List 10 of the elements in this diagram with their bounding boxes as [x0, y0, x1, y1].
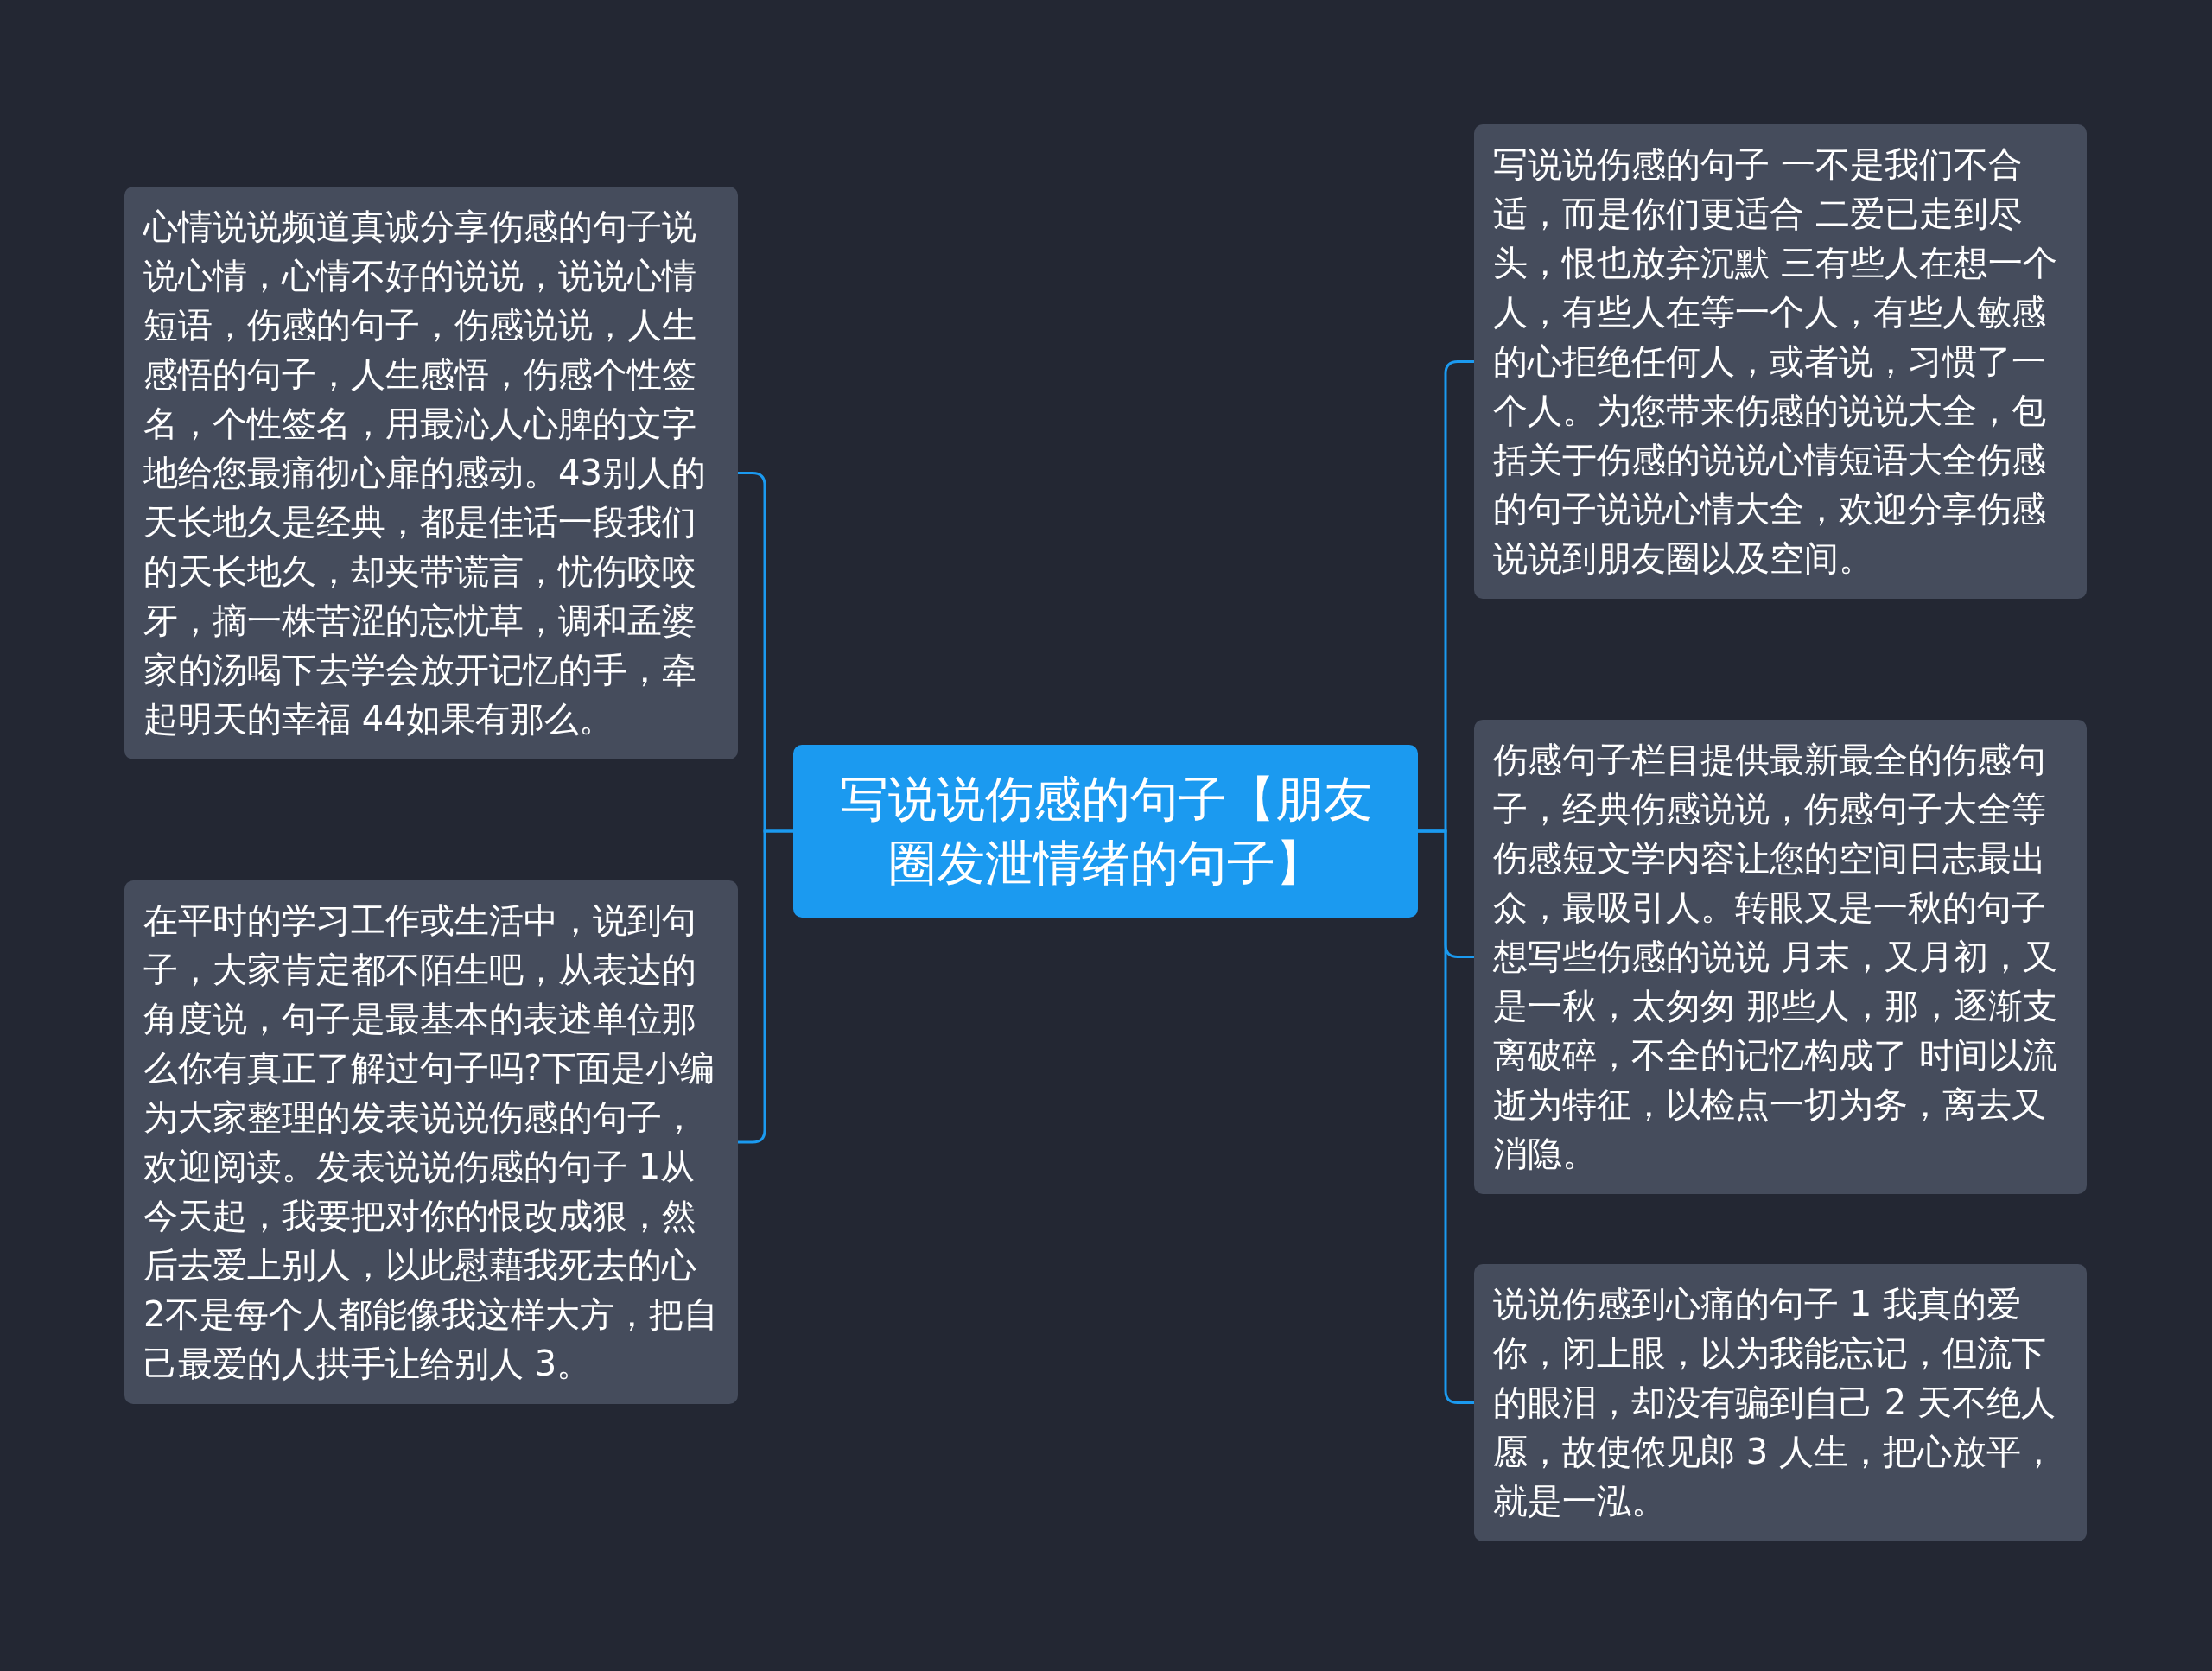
topic-box — [1474, 720, 2087, 1194]
topic-text: 心情说说频道真诚分享伤感的句子说说心情，心情不好的说说，说说心情短语，伤感的句子，伤感说说，人生感悟的句子，人生感悟，伤感个性签名，个性签名，用最沁人心脾的文字地给您最痛彻心扉的感动。43别人的天长地久是经典，都是佳话一段我们的天长地久，却夹带谎言，忧伤咬咬牙，摘一株苦涩的忘忧草，调和孟婆家的汤喝下去学会放开记忆的手，牵起明天的幸福 44如果有那么。 — [143, 206, 707, 740]
topic-text: 在平时的学习工作或生活中，说到句子，大家肯定都不陌生吧，从表达的角度说，句子是最基本的表述单位那么你有真正了解过句子吗?下面是小编为大家整理的发表说说伤感的句子，欢迎阅读。发表说说伤感的句子 1从今天起，我要把对你的恨改成狠，然后去爱上别人，以此慰藉我死去的心 2不是每个人都能像我这样大方，把自己最爱的人拱手让给别人 3。 — [143, 899, 719, 1385]
topic-box — [1474, 124, 2087, 599]
topic-text: 写说说伤感的句子 一不是我们不合适，而是你们更适合 二爱已走到尽头，恨也放弃沉默 三有些人在想一个人，有些人在等一个人，有些人敏感的心拒绝任何人，或者说，习惯了一个人。为您带来伤感的说说大全，包括关于伤感的说说心情短语大全伤感的句子说说心情大全，欢迎分享伤感说说到朋友圈以及空间。 — [1493, 143, 2058, 580]
topic-box — [1474, 1264, 2087, 1541]
central-topic-box — [793, 745, 1418, 918]
topic-text: 伤感句子栏目提供最新最全的伤感句子，经典伤感说说，伤感句子大全等伤感短文学内容让您的空间日志最出众，最吸引人。转眼又是一秋的句子想写些伤感的说说 月末，又月初，又是一秋，太匆匆 那些人，那，逐渐支离破碎，不全的记忆构成了 时间以流逝为特征，以检点一切为务，离去又消隐。 — [1493, 739, 2058, 1175]
topic-text: 写说说伤感的句子【朋友圈发泄情绪的句子】 — [838, 770, 1373, 893]
topic-text: 说说伤感到心痛的句子 1 我真的爱你，闭上眼，以为我能忘记，但流下的眼泪，却没有骗到自己 2 天不绝人愿，故使侬见郎 3 人生，把心放平，就是一泓。 — [1493, 1283, 2056, 1522]
